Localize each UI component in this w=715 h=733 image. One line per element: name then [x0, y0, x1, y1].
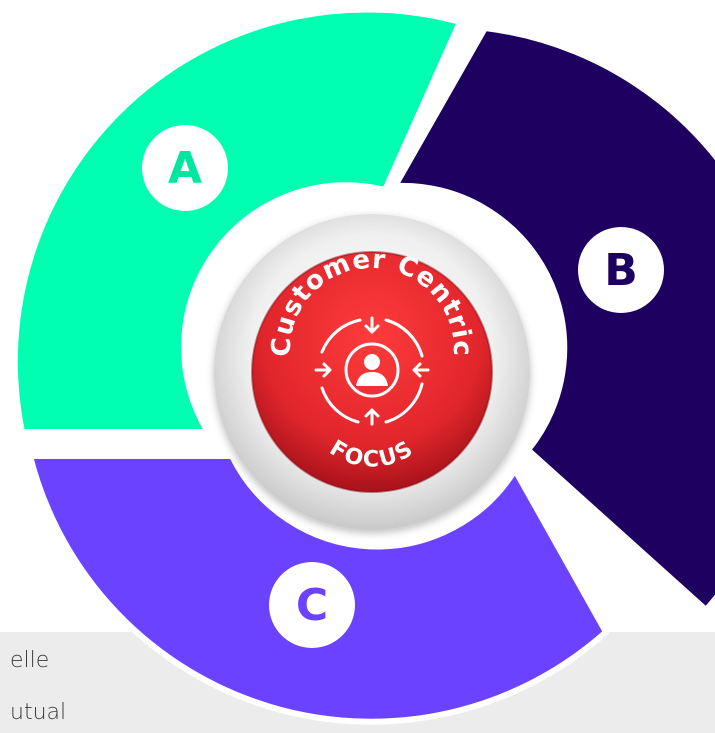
svg-text:A: A [168, 143, 202, 194]
badge-c: C [269, 562, 355, 648]
segment-a [11, 6, 463, 435]
badge-a: A [142, 125, 228, 211]
svg-text:C: C [296, 580, 328, 631]
person-in-cycle-icon [314, 316, 430, 426]
badge-b: B [578, 227, 664, 313]
partial-text-line-1: elle [10, 648, 50, 673]
svg-text:B: B [604, 245, 638, 296]
person-icon [356, 354, 388, 386]
segment-b [392, 25, 715, 613]
partial-text-line-2: utual [10, 700, 67, 725]
center-badge-edge [251, 251, 493, 493]
